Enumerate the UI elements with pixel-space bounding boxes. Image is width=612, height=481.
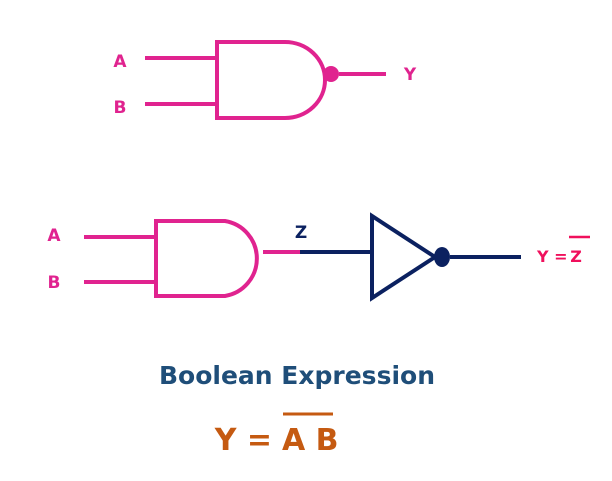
- nand-bubble: [323, 66, 339, 82]
- expression-rhs: A B: [282, 423, 339, 458]
- output-label-prefix: Y =: [536, 247, 568, 266]
- and-label-a: A: [47, 226, 61, 246]
- nand-label-b: B: [114, 98, 127, 118]
- nand-gate: [145, 40, 386, 120]
- and-gate: [84, 219, 301, 298]
- output-label-z: Z: [570, 247, 582, 266]
- nand-body: [215, 40, 327, 120]
- inverter-triangle: [370, 212, 439, 302]
- expression-title: Boolean Expression: [159, 361, 435, 390]
- and-label-b: B: [48, 273, 61, 293]
- and-body: [154, 219, 259, 298]
- inverter-bubble: [434, 247, 450, 267]
- label-z: Z: [295, 223, 307, 243]
- nand-label-y: Y: [403, 65, 417, 85]
- nand-label-a: A: [113, 52, 127, 72]
- not-gate: [300, 212, 521, 302]
- expression-lhs: Y =: [214, 423, 272, 458]
